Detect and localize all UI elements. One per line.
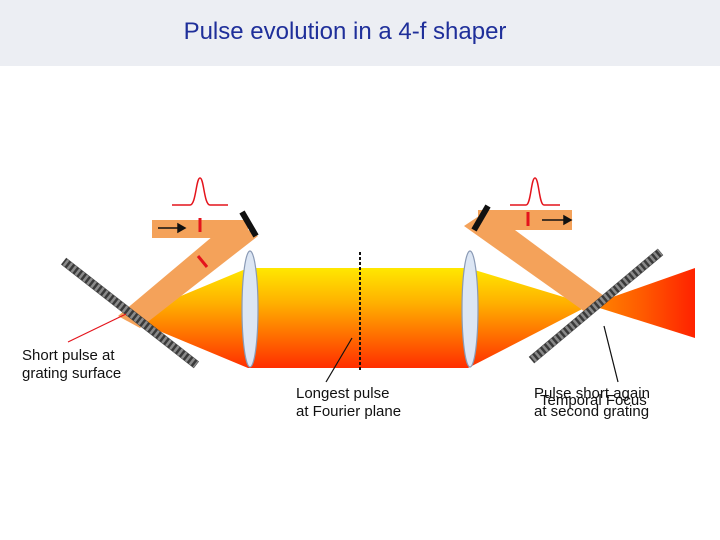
pointer-lines — [67, 313, 619, 383]
grating-left — [60, 257, 200, 369]
label-fourier-plane: Longest pulse at Fourier plane — [296, 385, 402, 420]
beam-output — [590, 268, 695, 338]
beam-collimated — [248, 268, 468, 368]
input-arrow — [158, 222, 187, 234]
beam-fan-right — [468, 268, 590, 368]
page-title: Pulse evolution in a 4-f shaper — [183, 18, 507, 45]
output-beam-diagonal — [464, 210, 604, 314]
label-left-grating: Short pulse at grating surface — [22, 347, 122, 382]
lens-right — [461, 250, 479, 368]
beam-fan-left — [128, 268, 248, 368]
pulse-shape-output — [510, 177, 560, 206]
title-bar: Pulse evolution in a 4-f shaper — [0, 0, 720, 66]
pulse-shape-input — [172, 177, 228, 206]
fold-mirror-right — [471, 204, 491, 232]
grating-right — [528, 248, 664, 364]
pulse-markers — [196, 212, 530, 268]
input-beam-diagonal — [118, 220, 258, 328]
label-temporal-focus: Temporal Focus — [540, 392, 647, 409]
label-second-grating: Pulse short again at second grating — [534, 385, 650, 420]
output-arrow — [542, 214, 573, 226]
fold-mirror-left — [239, 210, 259, 238]
lens-left — [241, 250, 259, 368]
